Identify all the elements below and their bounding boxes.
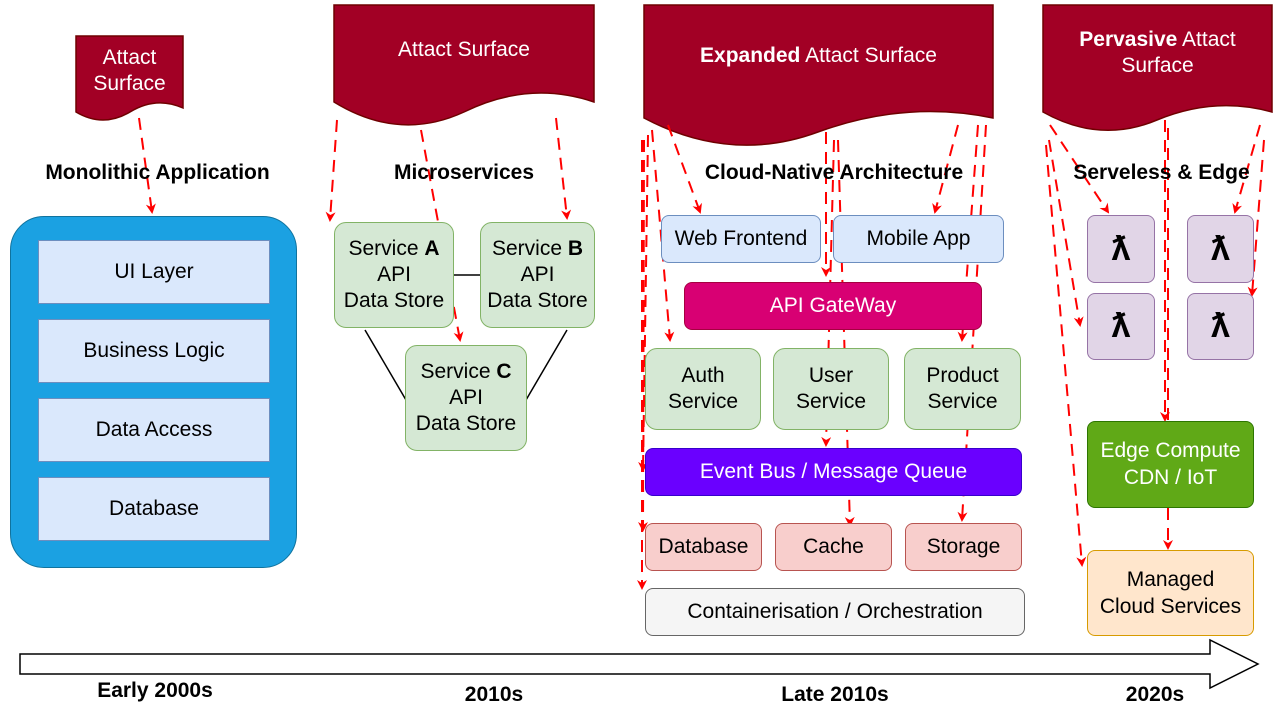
storage-box: Storage (905, 523, 1022, 571)
web-frontend: Web Frontend (661, 215, 821, 263)
auth-service-line1: Auth (681, 363, 725, 387)
micro-title: Microservices (393, 161, 535, 184)
era-late-2010s: Late 2010s (781, 683, 889, 706)
timeline-arrow (19, 638, 1260, 690)
service-a-store: Data Store (343, 289, 445, 313)
era-2020s: 2020s (1125, 683, 1185, 706)
flag-serverless-rest: Attact (1177, 27, 1236, 51)
mobile-app: Mobile App (833, 215, 1004, 263)
service-a-name: Service A (348, 236, 440, 260)
layer-database: Database (38, 477, 270, 541)
lambda-function-1: ƛ (1087, 215, 1155, 283)
flag-cloud-label: Expanded Attact Surface (644, 40, 993, 72)
layer-business-logic: Business Logic (38, 319, 270, 383)
flag-monolith-line2: Surface (93, 72, 166, 95)
service-b: Service B API Data Store (480, 222, 595, 328)
flag-serverless-line2: Surface (1121, 54, 1194, 77)
service-c-name: Service C (420, 359, 512, 383)
service-b-api: API (520, 262, 555, 286)
user-service-line2: Service (795, 390, 867, 413)
flag-monolith-label: Attact Surface (76, 40, 183, 102)
flag-microservices-label: Attact Surface (398, 37, 530, 61)
flag-serverless-bold: Pervasive (1079, 27, 1178, 51)
user-service-line1: User (808, 363, 854, 387)
serverless-title: Serveless & Edge (1073, 161, 1250, 184)
containerisation-box: Containerisation / Orchestration (645, 588, 1025, 636)
flag-monolith (75, 35, 184, 121)
micro-connectors (364, 274, 568, 401)
lambda-function-3: ƛ (1087, 293, 1155, 360)
flag-monolith-line1: Attact (102, 45, 157, 69)
flag-microservices (333, 4, 595, 126)
flag-cloud-rest: Attact Surface (800, 43, 937, 67)
cloud-title: Cloud-Native Architecture (704, 161, 964, 184)
managed-line2: Cloud Services (1099, 595, 1242, 618)
user-service: User Service (773, 348, 889, 430)
service-a-letter: A (424, 236, 440, 260)
service-c: Service C API Data Store (405, 345, 527, 451)
lambda-function-4: ƛ (1187, 293, 1254, 360)
lambda-function-2: ƛ (1187, 215, 1254, 283)
flag-serverless (1042, 4, 1273, 132)
edge-compute-box: Edge Compute CDN / IoT (1087, 421, 1254, 508)
era-early-2000s: Early 2000s (97, 679, 213, 702)
service-c-letter: C (496, 359, 512, 383)
product-service-line2: Service (927, 390, 998, 413)
monolith-title: Monolithic Application (45, 161, 270, 184)
service-c-api: API (449, 385, 483, 409)
edge-compute-line2: CDN / IoT (1123, 465, 1218, 489)
api-gateway: API GateWay (684, 282, 982, 330)
service-b-letter: B (567, 236, 584, 260)
managed-line1: Managed (1126, 567, 1215, 591)
flag-serverless-label: Pervasive Attact Surface (1043, 26, 1272, 80)
service-b-store: Data Store (487, 289, 588, 313)
cache-box: Cache (775, 523, 892, 571)
edge-compute-line1: Edge Compute (1100, 439, 1241, 463)
service-b-name: Service B (491, 236, 584, 260)
service-a: Service A API Data Store (334, 222, 454, 328)
product-service-line1: Product (926, 363, 999, 387)
layer-ui: UI Layer (38, 240, 270, 304)
auth-service: Auth Service (645, 348, 761, 430)
event-bus: Event Bus / Message Queue (645, 448, 1022, 496)
era-2010s: 2010s (464, 683, 524, 706)
service-c-store: Data Store (415, 412, 517, 436)
product-service: Product Service (904, 348, 1021, 430)
layer-data-access: Data Access (38, 398, 270, 462)
auth-service-line2: Service (667, 390, 739, 413)
database-box: Database (645, 523, 762, 571)
flag-cloud-bold: Expanded (700, 43, 801, 67)
service-a-api: API (377, 262, 411, 286)
managed-cloud-box: Managed Cloud Services (1087, 550, 1254, 636)
flag-cloud-native (643, 4, 994, 146)
